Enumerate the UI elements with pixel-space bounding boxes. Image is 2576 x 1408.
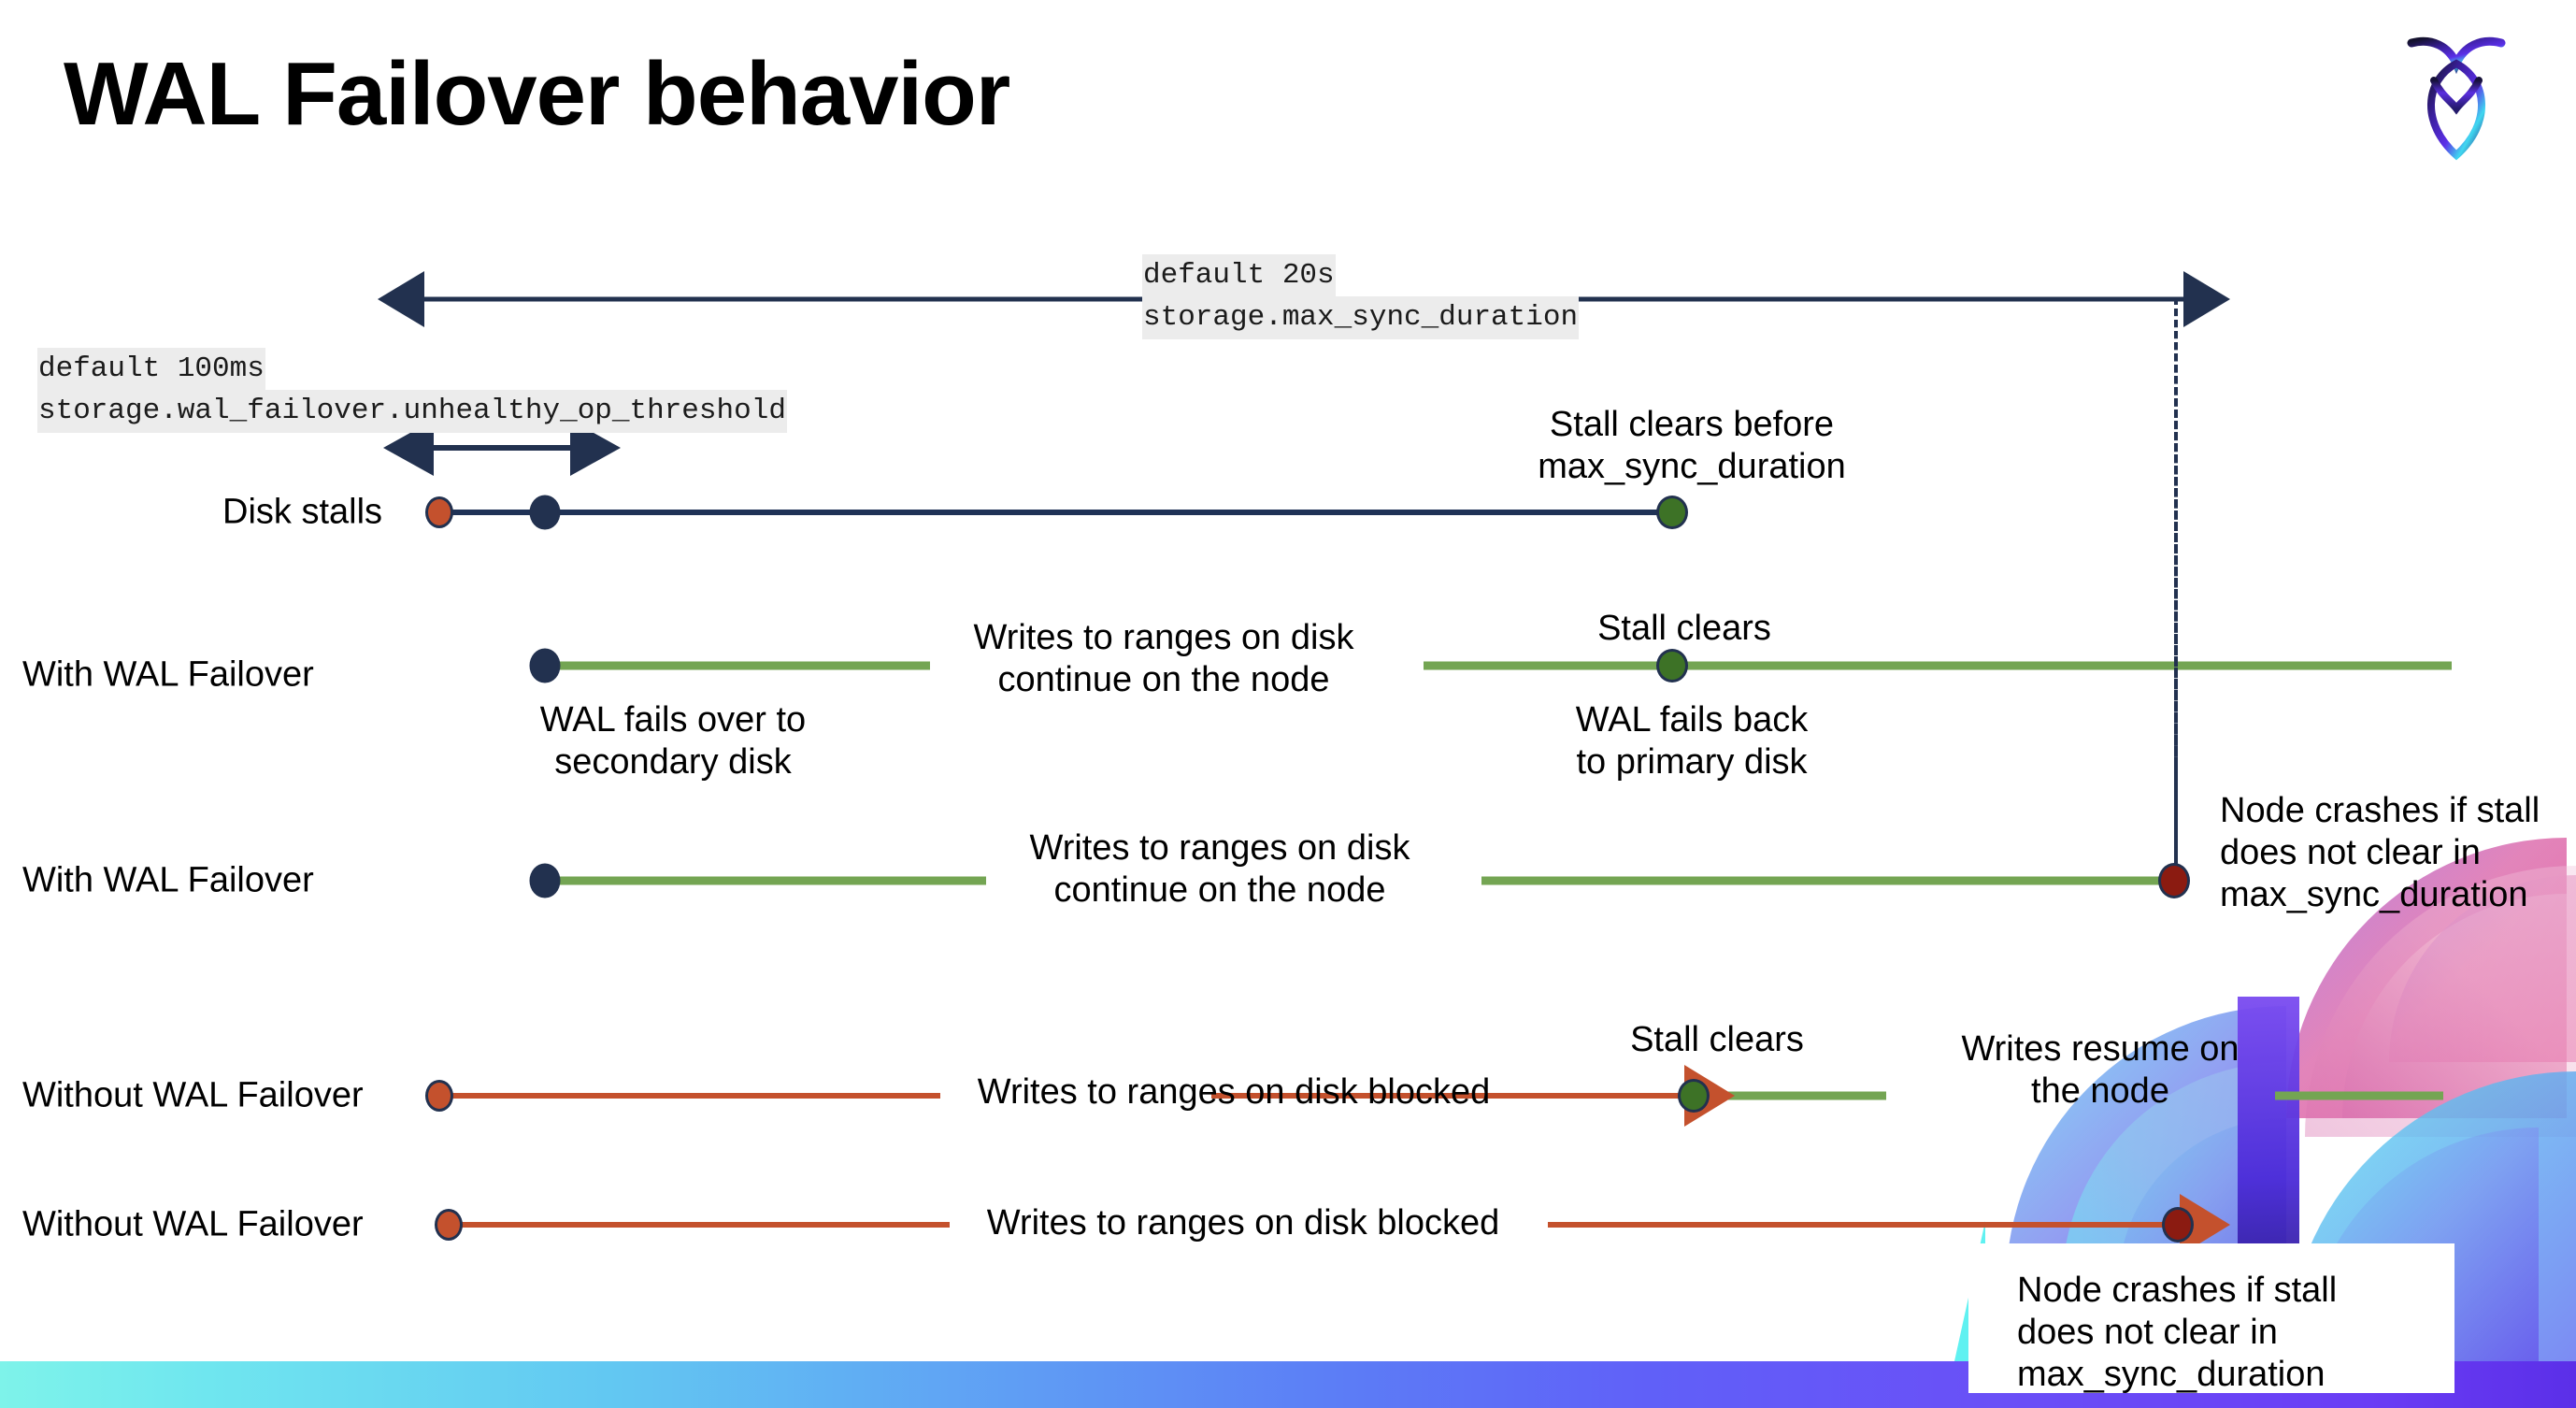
note-stall-clears-2: Stall clears: [1630, 1020, 1804, 1059]
row-label-disk-stalls: Disk stalls: [222, 492, 383, 532]
row-label-with-wal-failover-2: With WAL Failover: [22, 860, 314, 900]
without-failover-1-track-resume-a: [1707, 1091, 1886, 1100]
disk-stalls-track: [437, 510, 1673, 515]
row-label-without-wal-failover-1: Without WAL Failover: [22, 1075, 364, 1115]
note-writes-blocked-1: Writes to ranges on disk blocked: [977, 1072, 1491, 1112]
note-writes-resume: Writes resume on the node: [1961, 1029, 2240, 1111]
with-failover-2-track-left: [547, 876, 986, 885]
note-node-crashes-2: Node crashes if stall does not clear in …: [2017, 1271, 2338, 1394]
without-failover-2-stall-dot: [435, 1209, 463, 1241]
cockroachdb-logo-icon: [2400, 22, 2512, 163]
note-writes-blocked-2: Writes to ranges on disk blocked: [986, 1203, 1500, 1243]
max-sync-setting-name: storage.max_sync_duration: [1142, 296, 1580, 339]
note-writes-continue-2: Writes to ranges on disk continue on the…: [1029, 828, 1410, 910]
unhealthy-op-threshold-setting-label: default 100ms storage.wal_failover.unhea…: [37, 348, 787, 433]
disk-stall-start-dot: [425, 496, 453, 528]
disk-stall-clear-dot: [1656, 496, 1688, 529]
unhealthy-op-default-value: default 100ms: [37, 348, 265, 391]
without-failover-1-blocked-arrow: [441, 1065, 1735, 1127]
with-failover-2-crash-dot: [2158, 863, 2190, 898]
note-wal-fails-back: WAL fails back to primary disk: [1575, 700, 1809, 782]
row-label-with-wal-failover-1: With WAL Failover: [22, 654, 314, 695]
row-label-without-wal-failover-2: Without WAL Failover: [22, 1204, 364, 1244]
page-title: WAL Failover behavior: [64, 44, 1010, 144]
with-failover-1-track-left: [547, 661, 930, 670]
with-failover-1-failover-dot: [529, 648, 561, 683]
without-failover-1-stall-dot: [425, 1080, 453, 1112]
disk-stall-failover-dot: [529, 495, 561, 530]
unhealthy-op-setting-name: storage.wal_failover.unhealthy_op_thresh…: [37, 390, 787, 433]
note-wal-fails-over: WAL fails over to secondary disk: [539, 700, 807, 782]
with-failover-2-failover-dot: [529, 863, 561, 898]
without-failover-1-track-resume-b: [2275, 1091, 2443, 1100]
max-sync-duration-drop-line-lower: [2174, 297, 2178, 882]
without-failover-1-clear-dot: [1678, 1079, 1710, 1113]
with-failover-1-track-right: [1424, 661, 2452, 670]
note-stall-clears-1: Stall clears: [1597, 609, 1771, 648]
note-writes-continue-1: Writes to ranges on disk continue on the…: [973, 618, 1354, 699]
note-node-crashes-1: Node crashes if stall does not clear in …: [2220, 791, 2540, 914]
max-sync-duration-setting-label: default 20s storage.max_sync_duration: [1142, 254, 1580, 339]
with-failover-2-track-right: [1481, 876, 2173, 885]
max-sync-default-value: default 20s: [1142, 254, 1336, 297]
without-failover-2-crash-dot: [2162, 1207, 2194, 1243]
unhealthy-op-threshold-span-arrow: [383, 420, 621, 476]
note-stall-clears-before-max-sync: Stall clears before max_sync_duration: [1538, 405, 1846, 486]
with-failover-1-clear-dot: [1656, 649, 1688, 682]
